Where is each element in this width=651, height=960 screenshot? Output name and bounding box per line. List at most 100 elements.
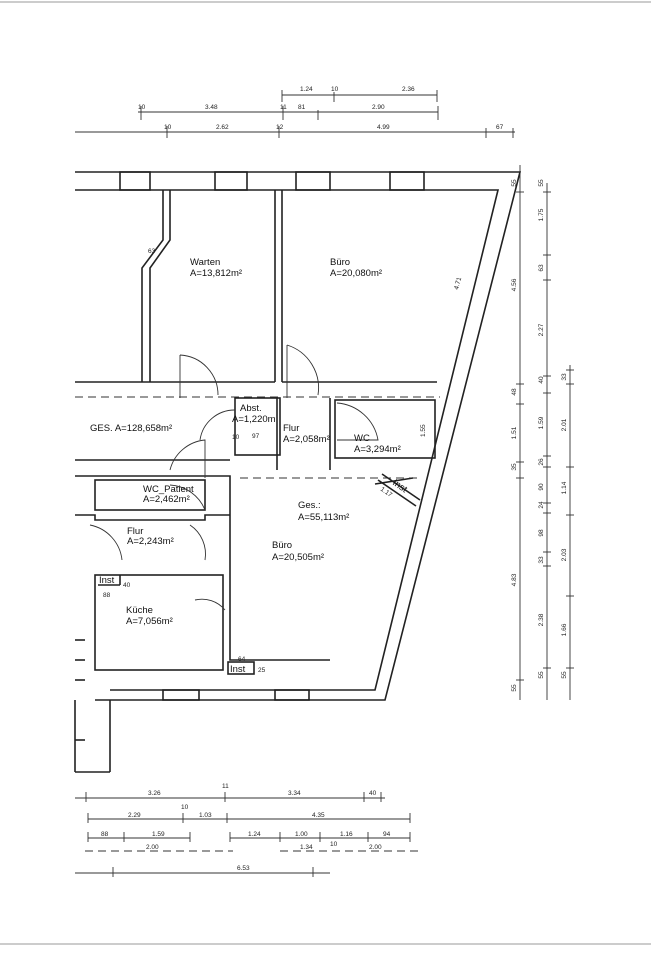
room-wc-name: WC <box>354 433 370 444</box>
door-buero <box>189 524 206 561</box>
dim-label: 4.83 <box>511 573 518 586</box>
dim-label: 1.59 <box>152 831 165 838</box>
room-warten-area: A=13,812m² <box>190 268 242 279</box>
room-wc-patient-area: A=2,462m² <box>143 494 190 505</box>
dim-label: 10 <box>181 804 189 811</box>
dim-label: 10 <box>330 841 338 848</box>
dim-label: 35 <box>511 463 518 471</box>
dim-label: 1.03 <box>199 812 212 819</box>
room-warten-name: Warten <box>190 257 220 268</box>
room-abst-area: A=1,220m <box>232 414 276 425</box>
dim-label: 2.36 <box>402 86 415 93</box>
dim-label: 1.16 <box>340 831 353 838</box>
room-wc-area: A=3,294m² <box>354 444 401 455</box>
dim-label: 2.38 <box>538 613 545 626</box>
dim-label: 4.56 <box>511 278 518 291</box>
room-buero-top-area: A=20,080m² <box>330 268 382 279</box>
room-flur-low-name: Flur <box>127 526 143 537</box>
dim-label: 10 <box>138 104 146 111</box>
inner-dim: 4.71 <box>453 276 463 290</box>
dim-label: 1.00 <box>295 831 308 838</box>
inner-dim: 64 <box>238 656 246 663</box>
dim-label: 4.99 <box>377 124 390 131</box>
dim-label: 10 <box>331 86 339 93</box>
inst-label: Inst <box>230 664 246 675</box>
right-dimension-lines <box>516 165 574 700</box>
dim-label: 1.14 <box>561 481 568 494</box>
dim-label: 33 <box>538 556 545 564</box>
dim-label: 48 <box>511 388 518 396</box>
top-dimension-labels: 1.24 10 2.36 10 3.48 11 81 2.90 10 2.62 … <box>138 86 504 131</box>
room-flur-mid-name: Flur <box>283 423 299 434</box>
dim-label: 1.75 <box>538 208 545 221</box>
room-ges-name: Ges.: <box>298 500 321 511</box>
room-flur-low-area: A=2,243m² <box>127 536 174 547</box>
dim-label: 1.59 <box>538 416 545 429</box>
inst-label: Inst <box>99 575 115 586</box>
room-wc-patient-name: WC_Patient <box>143 484 194 495</box>
dim-label: 1.34 <box>300 844 313 851</box>
dim-label: 3.48 <box>205 104 218 111</box>
dim-label: 3.34 <box>288 790 301 797</box>
inner-dim: 97 <box>252 433 260 440</box>
dim-label: 2.01 <box>561 418 568 431</box>
room-ges-area: A=55,113m² <box>298 512 349 523</box>
dim-label: 55 <box>538 671 545 679</box>
inner-dim: 1.55 <box>420 424 427 437</box>
door-abst <box>199 409 236 441</box>
inner-dim: 40 <box>123 582 131 589</box>
dim-label: 2.90 <box>372 104 385 111</box>
dim-label: 1.66 <box>561 623 568 636</box>
inner-dim: 25 <box>258 667 266 674</box>
inner-dim: 63 <box>148 248 156 255</box>
dim-label: 1.24 <box>248 831 261 838</box>
dim-label: 4.35 <box>312 812 325 819</box>
room-buero-top-name: Büro <box>330 257 350 268</box>
doors[interactable] <box>89 344 379 611</box>
dim-label: 12 <box>276 124 284 131</box>
door-flur <box>286 344 319 398</box>
dim-label: 40 <box>369 790 377 797</box>
door-wc <box>336 402 379 441</box>
walls <box>74 171 522 773</box>
door-warten <box>179 354 219 398</box>
door-flur-entry <box>89 524 123 561</box>
dim-label: 55 <box>511 684 518 692</box>
room-kueche-name: Küche <box>126 605 153 616</box>
bottom-dimension-lines <box>75 792 418 877</box>
door-wc-patient <box>169 484 206 511</box>
dim-label: 2.00 <box>369 844 382 851</box>
dim-label: 6.53 <box>237 865 250 872</box>
room-flur-mid-area: A=2,058m² <box>283 434 330 445</box>
dim-label: 2.62 <box>216 124 229 131</box>
total-area-label: GES. A=128,658m² <box>90 423 172 434</box>
right-dimension-labels: 554.56481.51354.8355551.75632.27401.5926… <box>511 179 568 692</box>
dim-label: 3.26 <box>148 790 161 797</box>
dim-label: 26 <box>538 458 545 466</box>
dim-label: 55 <box>538 179 545 187</box>
dim-label: 55 <box>561 671 568 679</box>
room-buero-low-name: Büro <box>272 540 292 551</box>
inner-dim: 10 <box>232 434 240 441</box>
dim-label: 2.27 <box>538 323 545 336</box>
dim-label: 11 <box>222 783 229 790</box>
dim-label: 98 <box>538 529 545 537</box>
door-kueche <box>194 598 226 611</box>
dim-label: 2.00 <box>146 844 159 851</box>
dim-label: 90 <box>538 483 545 491</box>
dim-label: 88 <box>101 831 109 838</box>
dim-label: 1.51 <box>511 426 518 439</box>
dim-label: 55 <box>511 179 518 187</box>
dim-label: 2.29 <box>128 812 141 819</box>
inner-dim: 1.17 <box>379 486 394 499</box>
inner-labels: 63 4.71 1.55 10 97 1.17 Inst Inst 40 88 … <box>99 248 463 675</box>
dim-label: 11 <box>280 104 287 111</box>
dim-label: 81 <box>298 104 306 111</box>
bottom-dimension-labels: 3.26 11 3.34 40 2.29 10 1.03 4.35 88 1.5… <box>101 783 391 872</box>
dim-label: 40 <box>538 376 545 384</box>
dim-label: 24 <box>538 501 545 509</box>
room-buero-low-area: A=20,505m² <box>272 552 324 563</box>
dim-label: 1.24 <box>300 86 313 93</box>
